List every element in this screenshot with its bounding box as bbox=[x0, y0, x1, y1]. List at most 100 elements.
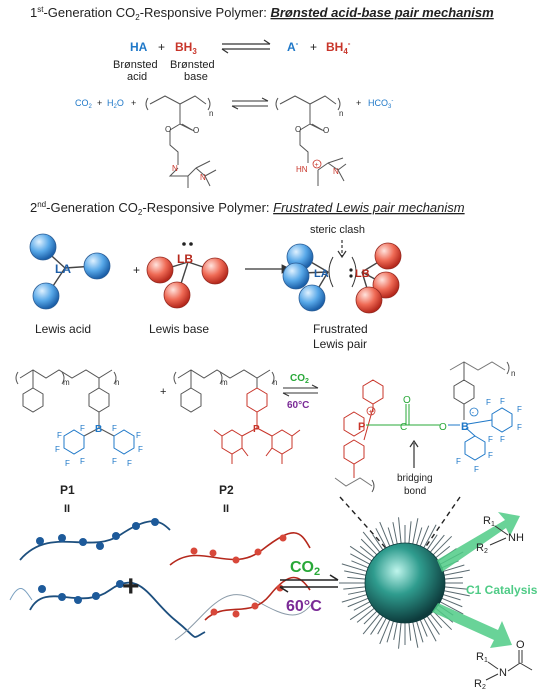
p2-label: P2 bbox=[219, 483, 234, 497]
adduct-carbon: C bbox=[400, 422, 407, 433]
svg-text:F: F bbox=[500, 397, 505, 406]
acid-base-equation: HA + BH3 A- + BH4- Brønsted acid Brønste… bbox=[113, 39, 351, 83]
svg-text:F: F bbox=[488, 435, 493, 444]
svg-text:-: - bbox=[472, 408, 475, 417]
svg-text:n: n bbox=[511, 369, 515, 378]
svg-text:F: F bbox=[127, 459, 132, 468]
svg-text:+: + bbox=[131, 98, 136, 108]
small-equilibrium: CO2 60°C bbox=[282, 373, 319, 411]
p1-chains bbox=[9, 518, 206, 638]
bronsted-base-label-2: base bbox=[184, 71, 208, 83]
section-1-title: 1st-Generation CO2-Responsive Polymer: B… bbox=[30, 5, 494, 22]
amidine-polymer-protonated bbox=[275, 95, 347, 186]
svg-text:n: n bbox=[115, 378, 119, 387]
sphere-spike bbox=[411, 518, 419, 548]
svg-text:+: + bbox=[133, 263, 140, 277]
svg-text:m: m bbox=[221, 378, 228, 387]
svg-text:F: F bbox=[486, 398, 491, 407]
bronsted-base-label-1: Brønsted bbox=[170, 59, 215, 71]
sphere-spike bbox=[341, 592, 371, 603]
svg-text:n: n bbox=[209, 109, 213, 118]
lewis-base-label: Lewis base bbox=[149, 322, 209, 336]
lb-text: LB bbox=[177, 252, 193, 266]
adduct-boron: B bbox=[461, 421, 469, 433]
sphere-spike bbox=[341, 563, 371, 574]
formamide-molecule: R1 R2 N O bbox=[474, 639, 533, 691]
svg-text:N: N bbox=[333, 167, 339, 176]
steric-clash-label: steric clash bbox=[310, 224, 365, 236]
sphere-spike bbox=[362, 610, 383, 635]
adduct-carbonyl-oxygen: O bbox=[403, 395, 411, 406]
sphere-spike bbox=[421, 614, 437, 642]
amidine-polymer-neutral bbox=[145, 95, 217, 188]
svg-text:+: + bbox=[369, 409, 373, 416]
svg-text:+: + bbox=[160, 386, 166, 398]
sphere-spike bbox=[440, 589, 470, 597]
h2o-text: H2O bbox=[107, 98, 124, 110]
svg-text:+: + bbox=[97, 98, 102, 108]
zoom-dashed-lines bbox=[339, 496, 461, 556]
p2-phosphorus: P bbox=[253, 424, 260, 435]
svg-text:NH: NH bbox=[508, 532, 524, 544]
sphere-spike bbox=[436, 599, 464, 615]
sphere-spike bbox=[349, 602, 376, 621]
sphere-spike bbox=[430, 535, 453, 558]
big-equilibrium: CO2 60°C bbox=[279, 559, 339, 615]
adduct-structure bbox=[334, 361, 513, 493]
adduct-phosphorus: P bbox=[358, 421, 365, 433]
svg-text:O: O bbox=[193, 126, 199, 135]
bh4-text: BH4- bbox=[326, 39, 351, 56]
small-heat-label: 60°C bbox=[287, 400, 309, 411]
svg-text:F: F bbox=[80, 424, 85, 433]
svg-text:F: F bbox=[112, 457, 117, 466]
svg-text:N: N bbox=[172, 164, 178, 173]
p1-boron: B bbox=[95, 424, 102, 435]
p2-chains bbox=[169, 532, 316, 641]
sphere-spike bbox=[411, 618, 419, 648]
amidine-reaction: CO2 + H2O + n bbox=[75, 95, 393, 188]
svg-text:O: O bbox=[165, 125, 171, 134]
bh3-text: BH3 bbox=[175, 40, 197, 56]
plus-text: + bbox=[158, 40, 165, 54]
catalysis-arrows bbox=[432, 512, 520, 648]
ha-text: HA bbox=[130, 40, 148, 54]
big-heat-label: 60°C bbox=[286, 598, 322, 615]
p2-equals: II bbox=[223, 503, 229, 515]
bronsted-acid-label-2: acid bbox=[127, 71, 147, 83]
flp-label-1: Frustrated bbox=[313, 322, 368, 336]
svg-text:F: F bbox=[65, 459, 70, 468]
section-2: 2nd-Generation CO2-Responsive Polymer: F… bbox=[29, 200, 465, 351]
p1-fluorines: F F F F F F F F F F bbox=[55, 424, 143, 468]
svg-text:m: m bbox=[63, 378, 70, 387]
sphere-spike bbox=[440, 569, 470, 577]
svg-text:+: + bbox=[356, 98, 361, 108]
svg-text:O: O bbox=[516, 639, 525, 651]
svg-text:LA: LA bbox=[314, 268, 329, 280]
svg-text:n: n bbox=[339, 109, 343, 118]
svg-text:LB: LB bbox=[355, 268, 370, 280]
section-3: m n B F F F F F F F F F F + bbox=[9, 361, 538, 691]
svg-text:F: F bbox=[138, 445, 143, 454]
c1-catalysis-label: C1 Catalysis bbox=[466, 583, 538, 597]
svg-text:+: + bbox=[315, 162, 319, 169]
svg-text:R1: R1 bbox=[476, 651, 488, 664]
p1-equals: II bbox=[64, 503, 70, 515]
adduct-bridging-oxygen: O bbox=[439, 422, 447, 433]
svg-text:F: F bbox=[517, 423, 522, 432]
big-co2-label: CO2 bbox=[290, 559, 320, 578]
svg-text:N: N bbox=[499, 667, 507, 679]
sphere-spike bbox=[379, 616, 392, 645]
sphere-spike bbox=[362, 531, 383, 556]
lewis-acid-label: Lewis acid bbox=[35, 322, 91, 336]
a-minus-text: A- bbox=[287, 39, 299, 54]
svg-text:N: N bbox=[200, 173, 206, 182]
svg-text:R2: R2 bbox=[476, 542, 488, 555]
sphere-spike bbox=[379, 521, 392, 550]
p1-label: P1 bbox=[60, 483, 75, 497]
la-text: LA bbox=[55, 262, 71, 276]
sphere-spike bbox=[398, 618, 402, 649]
lewis-base-model: LB bbox=[146, 242, 229, 309]
sphere-spike bbox=[349, 545, 376, 564]
svg-text:R1: R1 bbox=[483, 515, 495, 528]
